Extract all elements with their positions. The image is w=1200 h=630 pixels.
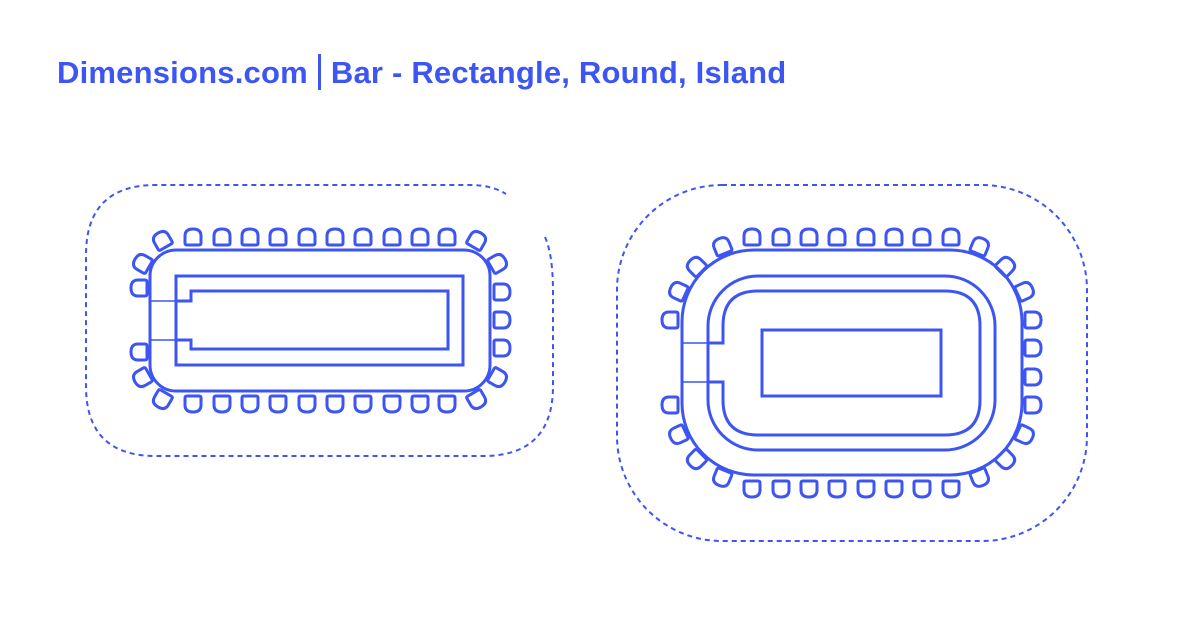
bar-stool [1023,395,1043,415]
bar-stool [993,447,1017,471]
bar-stool [912,479,932,499]
bar-stool [465,388,488,411]
bar-stool [382,394,402,414]
bar-stool [941,479,961,499]
bar-stool [1013,423,1035,446]
bar-stool [668,280,690,303]
bar-stool [492,310,512,330]
title-divider [317,54,321,90]
bar-stool [941,227,961,247]
bar-stool [151,388,174,411]
bar-stool [742,227,762,247]
bar-stool [1023,338,1043,358]
bar-stool [668,423,690,446]
clearance-zone-outline [85,184,554,457]
bartender-area [177,289,450,351]
bar-stool [183,394,203,414]
bar-stool [1013,280,1035,303]
bar-stool [1023,310,1043,330]
bar-stool [799,479,819,499]
bar-stool [325,394,345,414]
bar-stool [968,466,990,488]
bar-stool [492,338,512,358]
brand-name: Dimensions.com [57,55,308,90]
bar-stool [771,479,791,499]
drawing-title: Bar - Rectangle, Round, Island [330,55,787,90]
bar-stool [912,227,932,247]
back-bar-island [760,328,943,398]
bar-stool [884,227,904,247]
bar-counter-outer [680,248,1024,477]
bar-stool [212,394,232,414]
clearance-zone-outline [616,184,1088,542]
bar-stool [1023,367,1043,387]
bar-stool [856,227,876,247]
bar-stool [183,227,203,247]
bar-stool [486,366,509,389]
bar-stool [131,252,154,275]
bartender-area [708,289,982,437]
bar-counter-outer [148,248,492,393]
bar-stool [410,394,430,414]
bar-stool [968,236,990,258]
bar-stool [660,395,680,415]
bar-stool [827,227,847,247]
bar-stool [382,227,402,247]
bar-stool [486,252,509,275]
round-island-bar-diagram [616,184,1088,542]
bar-stool [353,394,373,414]
bar-stool [240,227,260,247]
bar-stool [799,227,819,247]
rectangle-bar-diagram [85,184,554,457]
bar-stool [297,394,317,414]
bar-stool [129,342,149,362]
bar-counter-inner [706,274,997,452]
bar-stools [660,227,1043,499]
bar-stool [410,227,430,247]
bar-stool [742,479,762,499]
page-title: Dimensions.com Bar - Rectangle, Round, Is… [57,54,786,91]
bar-stool [465,229,488,252]
bar-stool [268,394,288,414]
bar-stool [884,479,904,499]
bar-stool [856,479,876,499]
bar-stool [685,447,709,471]
bar-stool [240,394,260,414]
bar-stool [297,227,317,247]
bar-stool [129,278,149,298]
bar-stool [437,394,457,414]
bar-stool [151,229,174,252]
bar-stool [212,227,232,247]
bar-stool [131,366,154,389]
bar-stool [325,227,345,247]
bar-stool [268,227,288,247]
bar-entry-gate [683,342,708,383]
bar-stool [685,255,709,279]
bar-stool [437,227,457,247]
bar-stools [129,227,512,414]
bar-entry-gate [151,300,177,341]
bar-stool [660,310,680,330]
bar-stool [827,479,847,499]
bar-stool [353,227,373,247]
bar-counter-inner [174,274,465,367]
bar-stool [993,255,1017,279]
bar-stool [712,466,734,488]
bar-stool [771,227,791,247]
bar-stool [492,282,512,302]
bar-stool [712,236,734,258]
